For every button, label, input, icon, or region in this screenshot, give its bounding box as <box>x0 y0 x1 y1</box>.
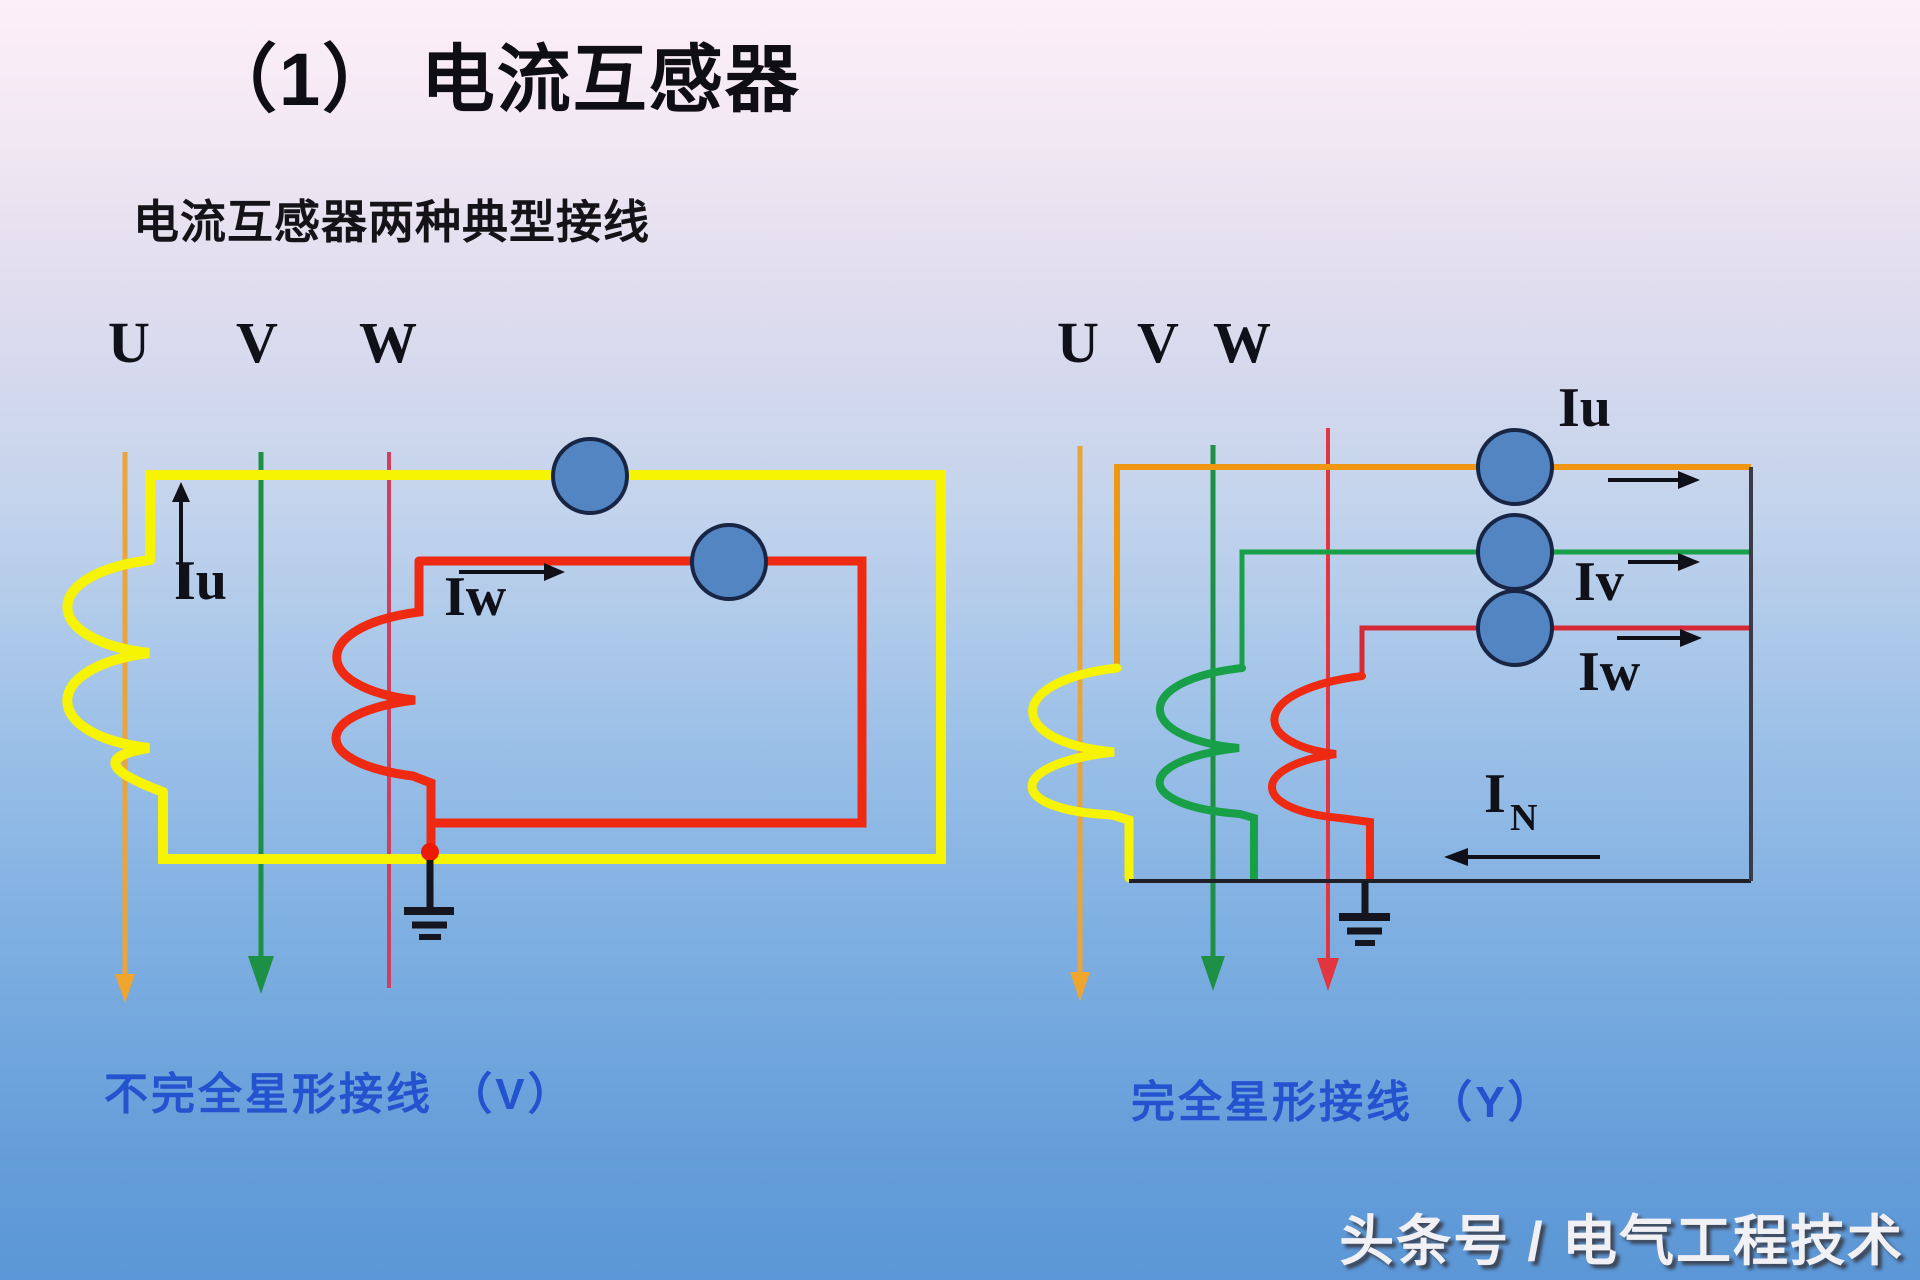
right-phase-label-u: U <box>1057 310 1099 375</box>
right-red-coil <box>1268 672 1374 882</box>
watermark: 头条号 / 电气工程技术 <box>1339 1210 1904 1272</box>
left-diagram-caption: 不完全星形接线 （V） <box>104 1070 575 1119</box>
left-phase-label-u: U <box>108 310 150 375</box>
right-iw-arrowhead <box>1680 629 1702 647</box>
right-phase-w-arrowhead <box>1317 958 1339 991</box>
left-yellow-loop <box>145 470 946 864</box>
right-green-coil <box>1155 664 1258 882</box>
right-iu-arrowhead <box>1678 471 1700 489</box>
left-ct-circle-2 <box>690 523 768 601</box>
left-phase-label-v: V <box>236 310 278 375</box>
right-green-secondary <box>1239 549 1751 668</box>
right-in-label-sub: N <box>1510 797 1537 839</box>
left-red-loop <box>419 556 867 828</box>
left-phase-label-w: W <box>359 310 417 375</box>
right-iv-arrowhead <box>1678 553 1700 571</box>
left-iw-label: Iw <box>444 566 507 628</box>
left-ct-circle-1 <box>551 437 629 515</box>
right-iv-label: Iv <box>1574 551 1624 613</box>
left-diagram: U V W Iu Iw <box>62 310 946 1003</box>
left-iu-label: Iu <box>174 550 227 612</box>
right-ct-circle-1 <box>1476 428 1554 506</box>
right-ct-circle-3 <box>1476 589 1554 667</box>
right-ct-circle-2 <box>1476 513 1554 591</box>
left-ground-symbol <box>404 860 454 940</box>
right-phase-label-v: V <box>1137 310 1179 375</box>
slide-subtitle: 电流互感器两种典型接线 <box>133 196 650 248</box>
right-iu-label: Iu <box>1558 377 1611 439</box>
right-yellow-coil <box>1027 663 1134 883</box>
right-iw-label: Iw <box>1578 641 1641 703</box>
right-phase-label-w: W <box>1213 310 1271 375</box>
right-diagram-caption: 完全星形接线 （Y） <box>1131 1078 1555 1127</box>
left-iu-arrowhead <box>172 482 190 502</box>
left-phase-u-arrowhead <box>115 974 135 1003</box>
left-red-coil <box>331 556 436 851</box>
slide-title: （1） 电流互感器 <box>203 38 801 121</box>
left-iw-arrowhead <box>544 563 565 581</box>
right-ground-symbol <box>1339 881 1390 946</box>
right-red-secondary <box>1359 625 1751 676</box>
left-yellow-coil <box>62 555 168 797</box>
left-junction-dot <box>421 843 439 861</box>
right-in-arrowhead <box>1444 848 1468 866</box>
left-phase-v-arrowhead <box>248 956 274 994</box>
right-in-label-base: I <box>1484 763 1506 825</box>
right-phase-u-arrowhead <box>1070 972 1090 1001</box>
right-diagram: U V W Iu Iv Iw I N <box>1027 310 1753 1001</box>
right-phase-v-arrowhead <box>1201 956 1225 991</box>
